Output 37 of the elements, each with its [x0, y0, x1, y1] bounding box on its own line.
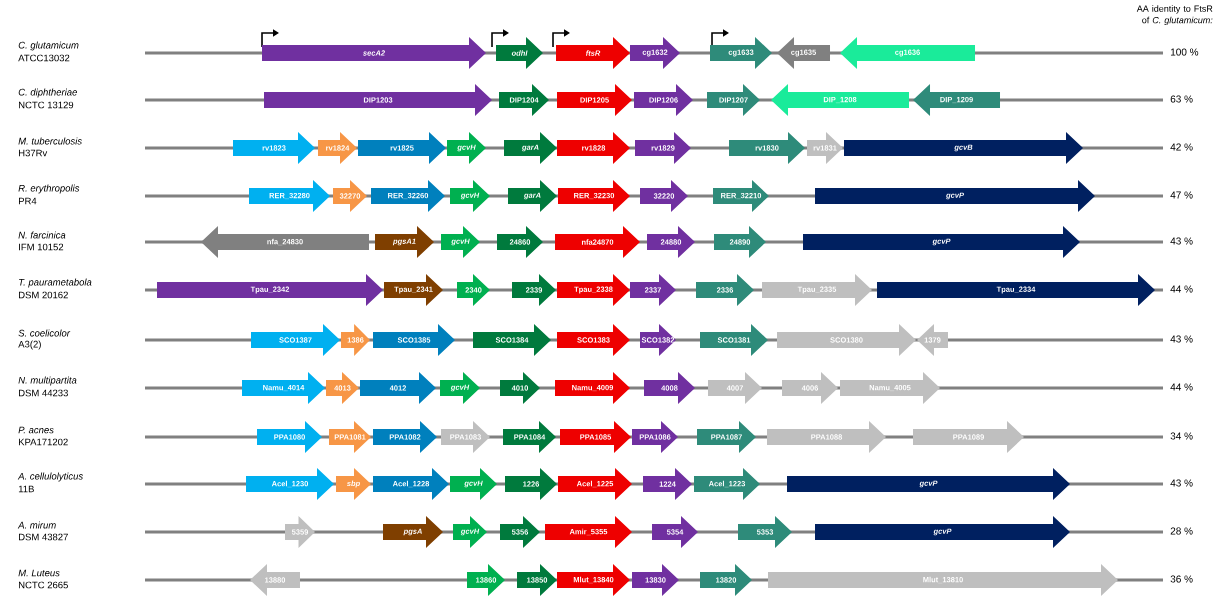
- species-name: C. glutamicum: [18, 41, 79, 51]
- species-name: R. erythropolis: [18, 184, 80, 194]
- strain-name: DSM 44233: [19, 389, 68, 397]
- strain-name: DSM 20162: [19, 291, 68, 299]
- strain-name: H37Rv: [19, 149, 48, 157]
- identity-value: 43 %: [1170, 335, 1193, 343]
- identity-value: 34 %: [1170, 432, 1193, 440]
- species-name: A. mirum: [17, 521, 56, 529]
- species-name: T. paurametabola: [19, 278, 92, 288]
- identity-value: 43 %: [1170, 237, 1193, 245]
- identity-value: 44 %: [1170, 383, 1193, 391]
- strain-name: A3(2): [18, 340, 41, 350]
- strain-name: NCTC 2665: [19, 581, 68, 589]
- species-name: M. tuberculosis: [18, 137, 82, 145]
- identity-value: 36 %: [1170, 575, 1193, 583]
- species-name: S. coelicolor: [18, 329, 71, 337]
- identity-value: 42 %: [1170, 143, 1193, 151]
- identity-value: 43 %: [1170, 479, 1193, 487]
- species-name: A. cellulolyticus: [17, 472, 83, 482]
- strain-name: NCTC 13129: [19, 101, 74, 109]
- species-name: N. multipartita: [18, 376, 77, 386]
- identity-value: 100 %: [1171, 48, 1199, 56]
- strain-name: 11B: [18, 485, 34, 493]
- species-name: C. diphtheriae: [18, 88, 77, 98]
- strain-name: PR4: [19, 197, 37, 205]
- column-heading: AA identity to FtsR of C. glutamicum:: [1136, 5, 1213, 26]
- identity-value: 44 %: [1170, 285, 1193, 293]
- species-name: M. Luteus: [18, 569, 60, 577]
- strain-name: IFM 10152: [19, 243, 64, 251]
- species-name: P. acnes: [18, 426, 54, 434]
- strain-name: KPA171202: [19, 438, 68, 446]
- strain-name: DSM 43827: [19, 533, 68, 541]
- identity-value: 63 %: [1170, 95, 1193, 103]
- strain-name: ATCC13032: [18, 54, 70, 62]
- identity-value: 28 %: [1170, 527, 1193, 535]
- species-name: N. farcinica: [18, 231, 66, 239]
- identity-value: 47 %: [1170, 191, 1193, 199]
